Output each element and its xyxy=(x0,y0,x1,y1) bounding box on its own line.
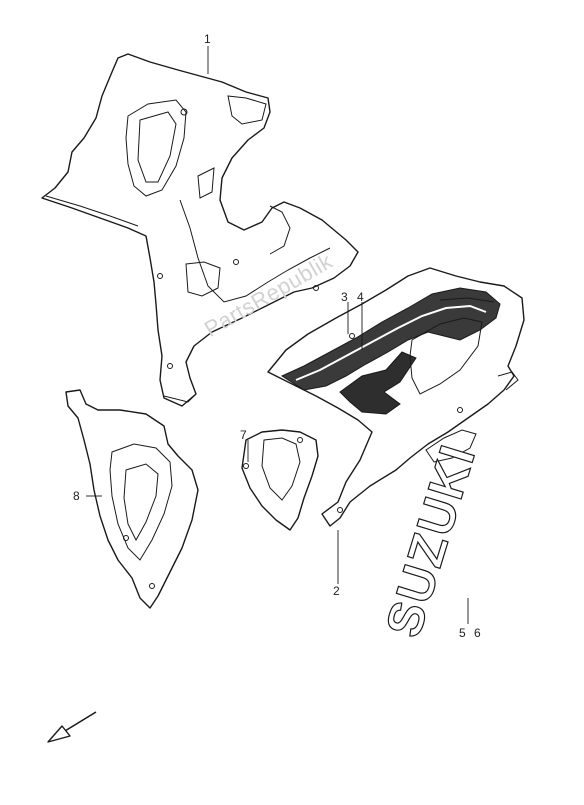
callout-5: 5 xyxy=(459,626,466,640)
callout-1: 1 xyxy=(204,32,211,46)
part-8-side-panel xyxy=(65,389,199,609)
callout-8: 8 xyxy=(73,489,80,503)
part-2-lower-cowling xyxy=(267,267,525,527)
leader-lines xyxy=(86,46,469,624)
part-7-inner-panel xyxy=(241,429,319,531)
callout-2: 2 xyxy=(333,584,340,598)
part-1-upper-cowling xyxy=(41,53,359,407)
callout-7: 7 xyxy=(240,428,247,442)
direction-arrow-icon xyxy=(47,711,97,743)
callout-4: 4 xyxy=(357,290,364,304)
callout-6: 6 xyxy=(474,626,481,640)
callout-3: 3 xyxy=(341,290,348,304)
